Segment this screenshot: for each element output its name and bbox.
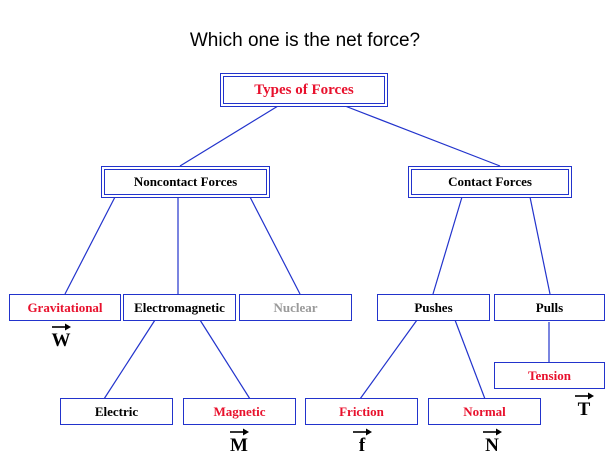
- vector-weight-label: W: [49, 323, 73, 351]
- connector-contact-pulls: [529, 196, 551, 295]
- vector-arrow-icon: [483, 428, 502, 436]
- connector-pushes-normal: [454, 319, 486, 400]
- node-pulls: Pulls: [494, 294, 605, 321]
- node-noncontact-forces: Noncontact Forces: [101, 166, 270, 198]
- vector-tension-text: T: [577, 399, 591, 420]
- node-tension: Tension: [494, 362, 605, 389]
- vector-weight-text: W: [51, 330, 71, 351]
- vector-normal-label: N: [480, 428, 504, 456]
- node-contact-forces: Contact Forces: [408, 166, 572, 198]
- vector-arrow-icon: [230, 428, 249, 436]
- connector-electromagnetic-electric: [103, 319, 156, 400]
- connector-root-noncontact: [179, 105, 279, 167]
- vector-friction-label: f: [350, 428, 374, 456]
- connector-root-contact: [344, 105, 501, 167]
- vector-arrow-icon: [52, 323, 71, 331]
- node-normal: Normal: [428, 398, 541, 425]
- node-nuclear: Nuclear: [239, 294, 352, 321]
- vector-magnetic-label: M: [227, 428, 251, 456]
- vector-magnetic-text: M: [230, 435, 248, 456]
- connector-electromagnetic-magnetic: [199, 319, 251, 400]
- vector-arrow-icon: [353, 428, 372, 436]
- vector-arrow-icon: [575, 392, 594, 400]
- connector-noncontact-gravitational: [64, 196, 116, 295]
- connector-pushes-friction: [359, 319, 418, 400]
- connector-noncontact-nuclear: [249, 196, 301, 295]
- connector-contact-pushes: [432, 196, 463, 295]
- vector-normal-text: N: [485, 435, 499, 456]
- node-types-of-forces: Types of Forces: [220, 73, 388, 107]
- node-electric: Electric: [60, 398, 173, 425]
- vector-friction-text: f: [358, 435, 366, 456]
- node-friction: Friction: [305, 398, 418, 425]
- question-title: Which one is the net force?: [189, 30, 421, 51]
- node-gravitational: Gravitational: [9, 294, 121, 321]
- vector-tension-label: T: [572, 392, 596, 420]
- node-pushes: Pushes: [377, 294, 490, 321]
- node-magnetic: Magnetic: [183, 398, 296, 425]
- node-electromagnetic: Electromagnetic: [123, 294, 236, 321]
